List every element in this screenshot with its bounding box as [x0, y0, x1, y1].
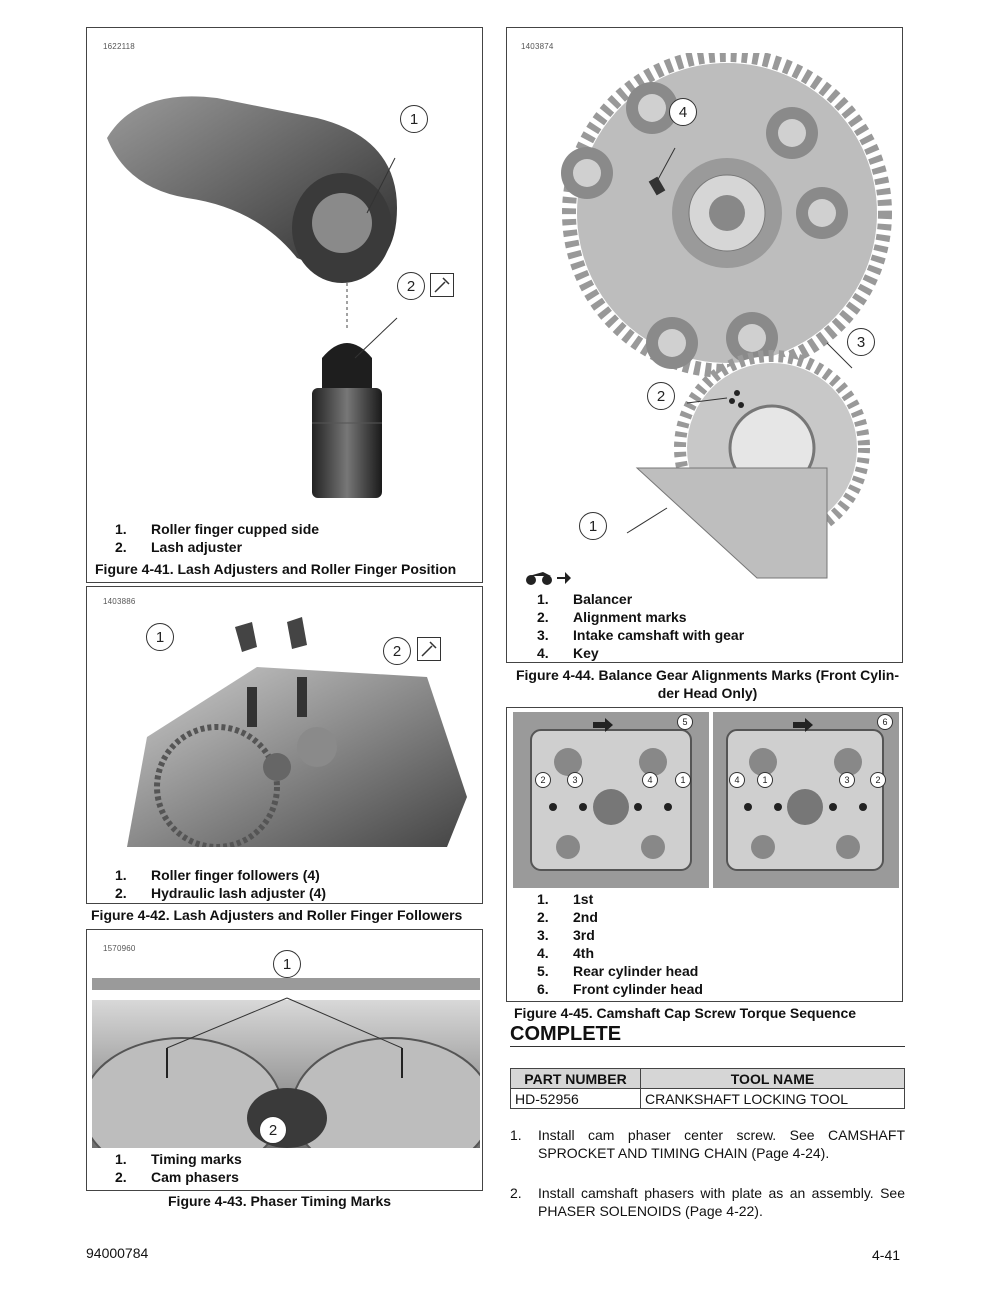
- cylinder-head-illustration: [127, 617, 477, 847]
- legend-item: 1.1st: [537, 891, 594, 907]
- legend-item: 6.Front cylinder head: [537, 981, 703, 997]
- figure-4-45: 5 2 3 4 1 6 4 1 3 2 1.1st 2.2nd 3.3rd 4.…: [506, 707, 903, 1002]
- callout-6: 6: [877, 714, 893, 730]
- wrench-tool-icon: [430, 273, 454, 297]
- figure-caption: Figure 4-44. Balance Gear Alignments Mar…: [515, 667, 900, 701]
- callout-4: 4: [642, 772, 658, 788]
- legend-item: 2.2nd: [537, 909, 598, 925]
- legend-item: 4.Key: [537, 645, 599, 661]
- callout-2: 2: [647, 382, 675, 410]
- column-header-part-number: PART NUMBER: [510, 1068, 641, 1089]
- table-row: HD-52956 CRANKSHAFT LOCKING TOOL: [510, 1088, 905, 1109]
- callout-3: 3: [567, 772, 583, 788]
- callout-1: 1: [400, 105, 428, 133]
- wrench-tool-icon: [417, 637, 441, 661]
- section-heading: COMPLETE: [510, 1023, 622, 1045]
- callout-1: 1: [675, 772, 691, 788]
- callout-2: 2: [259, 1116, 287, 1144]
- procedure-step: 1. Install cam phaser center screw. See …: [510, 1127, 905, 1161]
- callout-2: 2: [397, 272, 425, 300]
- legend-item: 1.Roller finger followers (4): [115, 867, 320, 883]
- tool-name-cell: CRANKSHAFT LOCKING TOOL: [640, 1088, 905, 1109]
- callout-2: 2: [383, 637, 411, 665]
- figure-image-id: 1403886: [103, 597, 136, 606]
- heading-divider: [510, 1046, 905, 1047]
- cam-phaser-illustration: [92, 978, 480, 1148]
- figure-legend: 1.Timing marks 2.Cam phasers: [115, 1150, 242, 1186]
- callout-3: 3: [839, 772, 855, 788]
- legend-item: 3.Intake camshaft with gear: [537, 627, 745, 643]
- callout-4: 4: [669, 98, 697, 126]
- callout-5: 5: [677, 714, 693, 730]
- procedure-step: 2. Install camshaft phasers with plate a…: [510, 1185, 905, 1219]
- motorcycle-front-arrow-icon: [525, 568, 571, 586]
- figure-image-id: 1403874: [521, 42, 554, 51]
- legend-item: 2.Alignment marks: [537, 609, 687, 625]
- callout-1: 1: [273, 950, 301, 978]
- legend-item: 1.Roller finger cupped side: [115, 521, 320, 537]
- column-header-tool-name: TOOL NAME: [640, 1068, 905, 1089]
- callout-3: 3: [847, 328, 875, 356]
- callout-4: 4: [729, 772, 745, 788]
- callout-1: 1: [146, 623, 174, 651]
- figure-legend: 1.Balancer 2.Alignment marks 3.Intake ca…: [537, 590, 744, 662]
- part-number-cell: HD-52956: [510, 1088, 641, 1109]
- callout-2: 2: [535, 772, 551, 788]
- tool-table: PART NUMBER TOOL NAME HD-52956 CRANKSHAF…: [510, 1068, 905, 1109]
- figure-4-42: 1403886 1 2 1.Roller finger followers (4…: [86, 586, 483, 904]
- figure-legend: 1.Roller finger followers (4) 2.Hydrauli…: [115, 866, 326, 902]
- rear-cylinder-head-illustration: [513, 712, 709, 888]
- legend-item: 5.Rear cylinder head: [537, 963, 699, 979]
- rocker-arm-illustration: [97, 58, 477, 518]
- figure-caption: Figure 4-45. Camshaft Cap Screw Torque S…: [514, 1005, 857, 1021]
- legend-item: 2.Cam phasers: [115, 1169, 239, 1185]
- legend-item: 4.4th: [537, 945, 594, 961]
- figure-legend: 1.1st 2.2nd 3.3rd 4.4th 5.Rear cylinder …: [537, 890, 703, 998]
- legend-item: 1.Balancer: [537, 591, 633, 607]
- front-cylinder-head-illustration: [713, 712, 899, 888]
- figure-image-id: 1622118: [103, 42, 135, 51]
- callout-1: 1: [757, 772, 773, 788]
- legend-item: 1.Timing marks: [115, 1151, 242, 1167]
- balance-gear-illustration: [527, 53, 897, 583]
- figure-4-43: 1570960 1 2 1.Timing marks 2.Cam phasers: [86, 929, 483, 1191]
- figure-caption: Figure 4-43. Phaser Timing Marks: [168, 1193, 392, 1209]
- page-number: 4-41: [872, 1247, 901, 1263]
- legend-item: 3.3rd: [537, 927, 595, 943]
- figure-caption: Figure 4-42. Lash Adjusters and Roller F…: [91, 907, 463, 923]
- callout-2: 2: [870, 772, 886, 788]
- figure-caption: Figure 4-41. Lash Adjusters and Roller F…: [95, 561, 457, 577]
- document-number: 94000784: [86, 1245, 149, 1261]
- figure-image-id: 1570960: [103, 944, 136, 953]
- legend-item: 2.Hydraulic lash adjuster (4): [115, 885, 327, 901]
- figure-legend: 1.Roller finger cupped side 2.Lash adjus…: [115, 520, 319, 556]
- figure-4-44: 1403874 1 2 3 4: [506, 27, 903, 663]
- legend-item: 2.Lash adjuster: [115, 539, 243, 555]
- figure-4-41: 1622118 1 2 1.Roller: [86, 27, 483, 583]
- callout-1: 1: [579, 512, 607, 540]
- table-header-row: PART NUMBER TOOL NAME: [510, 1068, 905, 1089]
